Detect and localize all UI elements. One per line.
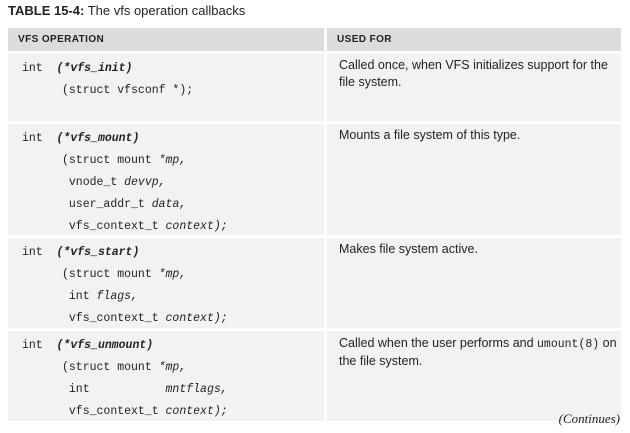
arg-name: data, [151,198,187,211]
table-row: int (*vfs_unmount) (struct mount *mp, in… [8,331,621,421]
arg-name: devvp, [124,176,166,189]
operation-cell: int (*vfs_init) (struct vfsconf *); [8,54,324,121]
used-for-text-end: on the file system. [339,336,617,368]
arg-type: (struct mount [62,361,159,374]
table-header-row: VFS OPERATION USED FOR [8,28,621,51]
arg-type: (struct mount [62,268,159,281]
table-row: int (*vfs_mount) (struct mount *mp, vnod… [8,124,621,235]
arg-name: mntflags, [165,383,228,396]
continues-note: (Continues) [558,411,620,426]
arg-type: int [68,290,97,303]
arg-name: *mp, [158,268,187,281]
function-name: (*vfs_start) [56,246,140,259]
function-name: (*vfs_mount) [56,132,140,145]
function-name: (*vfs_init) [56,62,133,75]
used-for-cell: Called once, when VFS initializes suppor… [327,54,621,121]
used-for-text: Called when the user performs and [339,336,538,350]
used-for-cell: Makes file system active. [327,238,621,328]
used-for-cell: Mounts a file system of this type. [327,124,621,235]
arg-name: *mp, [158,361,187,374]
operation-cell: int (*vfs_mount) (struct mount *mp, vnod… [8,124,324,235]
table-row: int (*vfs_start) (struct mount *mp, int … [8,238,621,328]
arg-name: context); [165,405,228,418]
arg-name: context); [165,312,228,325]
used-for-text: Mounts a file system of this type. [339,128,521,142]
used-for-code: umount(8) [537,338,600,351]
arg-type: vfs_context_t [68,405,166,418]
header-vfs-operation: VFS OPERATION [8,28,324,51]
arg-type: user_addr_t [68,198,152,211]
return-type: int [22,246,43,259]
table-row: int (*vfs_init) (struct vfsconf *); Call… [8,54,621,121]
header-used-for: USED FOR [327,28,621,51]
arg-type: vfs_context_t [68,220,166,233]
operation-cell: int (*vfs_unmount) (struct mount *mp, in… [8,331,324,421]
table-caption: TABLE 15-4: The vfs operation callbacks [8,3,245,18]
used-for-text: Called once, when VFS initializes suppor… [339,58,608,89]
arg-type: (struct vfsconf *); [62,84,194,97]
used-for-text: Makes file system active. [339,242,478,256]
vfs-operations-table: VFS OPERATION USED FOR int (*vfs_init) (… [8,28,621,424]
operation-cell: int (*vfs_start) (struct mount *mp, int … [8,238,324,328]
arg-type: int [68,383,166,396]
return-type: int [22,132,43,145]
arg-name: *mp, [158,154,187,167]
arg-type: (struct mount [62,154,159,167]
return-type: int [22,62,43,75]
used-for-cell: Called when the user performs and umount… [327,331,621,421]
table-label: TABLE 15-4: [8,3,85,18]
arg-type: vnode_t [68,176,125,189]
function-name: (*vfs_unmount) [56,339,154,352]
arg-type: vfs_context_t [68,312,166,325]
arg-name: context); [165,220,228,233]
return-type: int [22,339,43,352]
table-title: The vfs operation callbacks [87,3,246,18]
arg-name: flags, [96,290,138,303]
